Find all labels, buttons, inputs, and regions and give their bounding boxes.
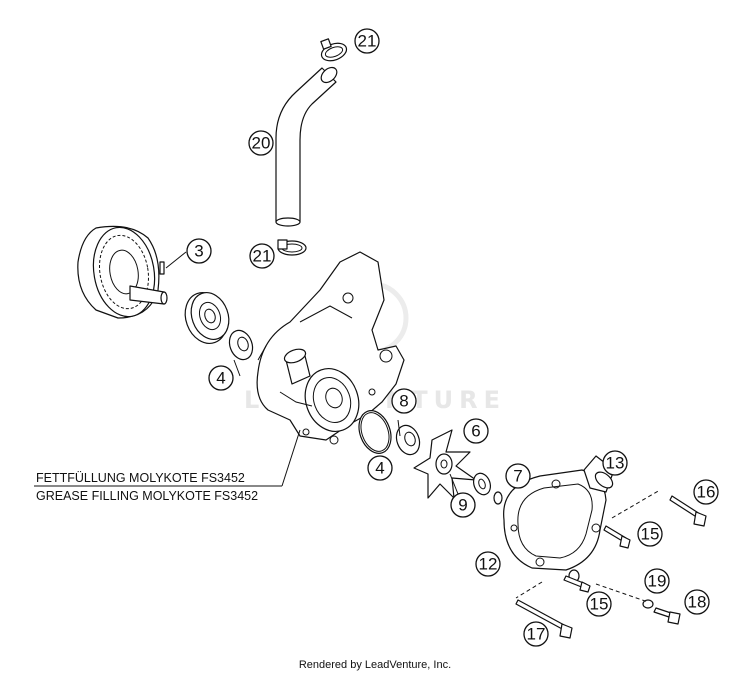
callout-4-right: 4 bbox=[367, 455, 393, 481]
washer bbox=[472, 472, 492, 496]
leader-lines bbox=[34, 251, 463, 505]
callout-number: 6 bbox=[471, 422, 480, 441]
bolt-15-lower bbox=[563, 575, 591, 593]
callout-12: 12 bbox=[475, 551, 501, 577]
callout-21-bottom: 21 bbox=[249, 243, 275, 269]
hose-clamp-bottom bbox=[277, 239, 307, 256]
callout-number: 4 bbox=[216, 369, 225, 388]
callout-21-top: 21 bbox=[354, 28, 380, 54]
o-ring bbox=[358, 410, 392, 454]
callout-8: 8 bbox=[391, 388, 417, 414]
shaft-seal-right bbox=[395, 424, 421, 456]
bolt-18 bbox=[653, 607, 681, 625]
callout-6: 6 bbox=[463, 418, 489, 444]
callout-15-lower: 15 bbox=[586, 591, 612, 617]
callout-number: 16 bbox=[697, 483, 716, 502]
bolt-16 bbox=[669, 495, 707, 527]
shaft-seal-left bbox=[228, 329, 254, 361]
engine-cover bbox=[256, 251, 405, 445]
callout-number: 17 bbox=[527, 625, 546, 644]
callout-16: 16 bbox=[693, 479, 719, 505]
callout-3: 3 bbox=[186, 238, 212, 264]
callout-number: 21 bbox=[253, 247, 272, 266]
bearing bbox=[184, 292, 230, 344]
callout-15-upper: 15 bbox=[637, 521, 663, 547]
callout-number: 18 bbox=[688, 593, 707, 612]
callout-number: 3 bbox=[194, 242, 203, 261]
bolt-17 bbox=[515, 599, 573, 639]
callout-number: 15 bbox=[590, 595, 609, 614]
callout-13: 13 bbox=[602, 450, 628, 476]
callout-number: 7 bbox=[513, 467, 522, 486]
water-pump-cover bbox=[503, 455, 615, 571]
bolt-15-upper bbox=[603, 525, 631, 549]
gasket bbox=[493, 491, 503, 505]
callout-4-left: 4 bbox=[208, 365, 234, 391]
callout-number: 8 bbox=[399, 392, 408, 411]
callout-20: 20 bbox=[248, 130, 274, 156]
callout-18: 18 bbox=[684, 589, 710, 615]
note-line-german: FETTFÜLLUNG MOLYKOTE FS3452 bbox=[36, 471, 245, 485]
footer-credit: Rendered by LeadVenture, Inc. bbox=[299, 659, 451, 671]
callout-9: 9 bbox=[450, 492, 476, 518]
coolant-hose bbox=[275, 66, 338, 227]
callout-number: 15 bbox=[641, 525, 660, 544]
callout-19: 19 bbox=[644, 568, 670, 594]
washer-19 bbox=[642, 599, 654, 609]
hose-clamp-top bbox=[320, 38, 348, 62]
callout-number: 19 bbox=[648, 572, 667, 591]
callout-17: 17 bbox=[523, 621, 549, 647]
callout-number: 21 bbox=[358, 32, 377, 51]
alignment-lines bbox=[515, 489, 661, 603]
note-line-english: GREASE FILLING MOLYKOTE FS3452 bbox=[36, 489, 258, 503]
callout-number: 12 bbox=[479, 555, 498, 574]
drive-gear bbox=[77, 225, 168, 319]
callout-number: 4 bbox=[375, 459, 384, 478]
callout-number: 13 bbox=[606, 454, 625, 473]
callout-number: 9 bbox=[458, 496, 467, 515]
callout-7: 7 bbox=[505, 463, 531, 489]
callout-number: 20 bbox=[252, 134, 271, 153]
impeller bbox=[413, 429, 477, 499]
